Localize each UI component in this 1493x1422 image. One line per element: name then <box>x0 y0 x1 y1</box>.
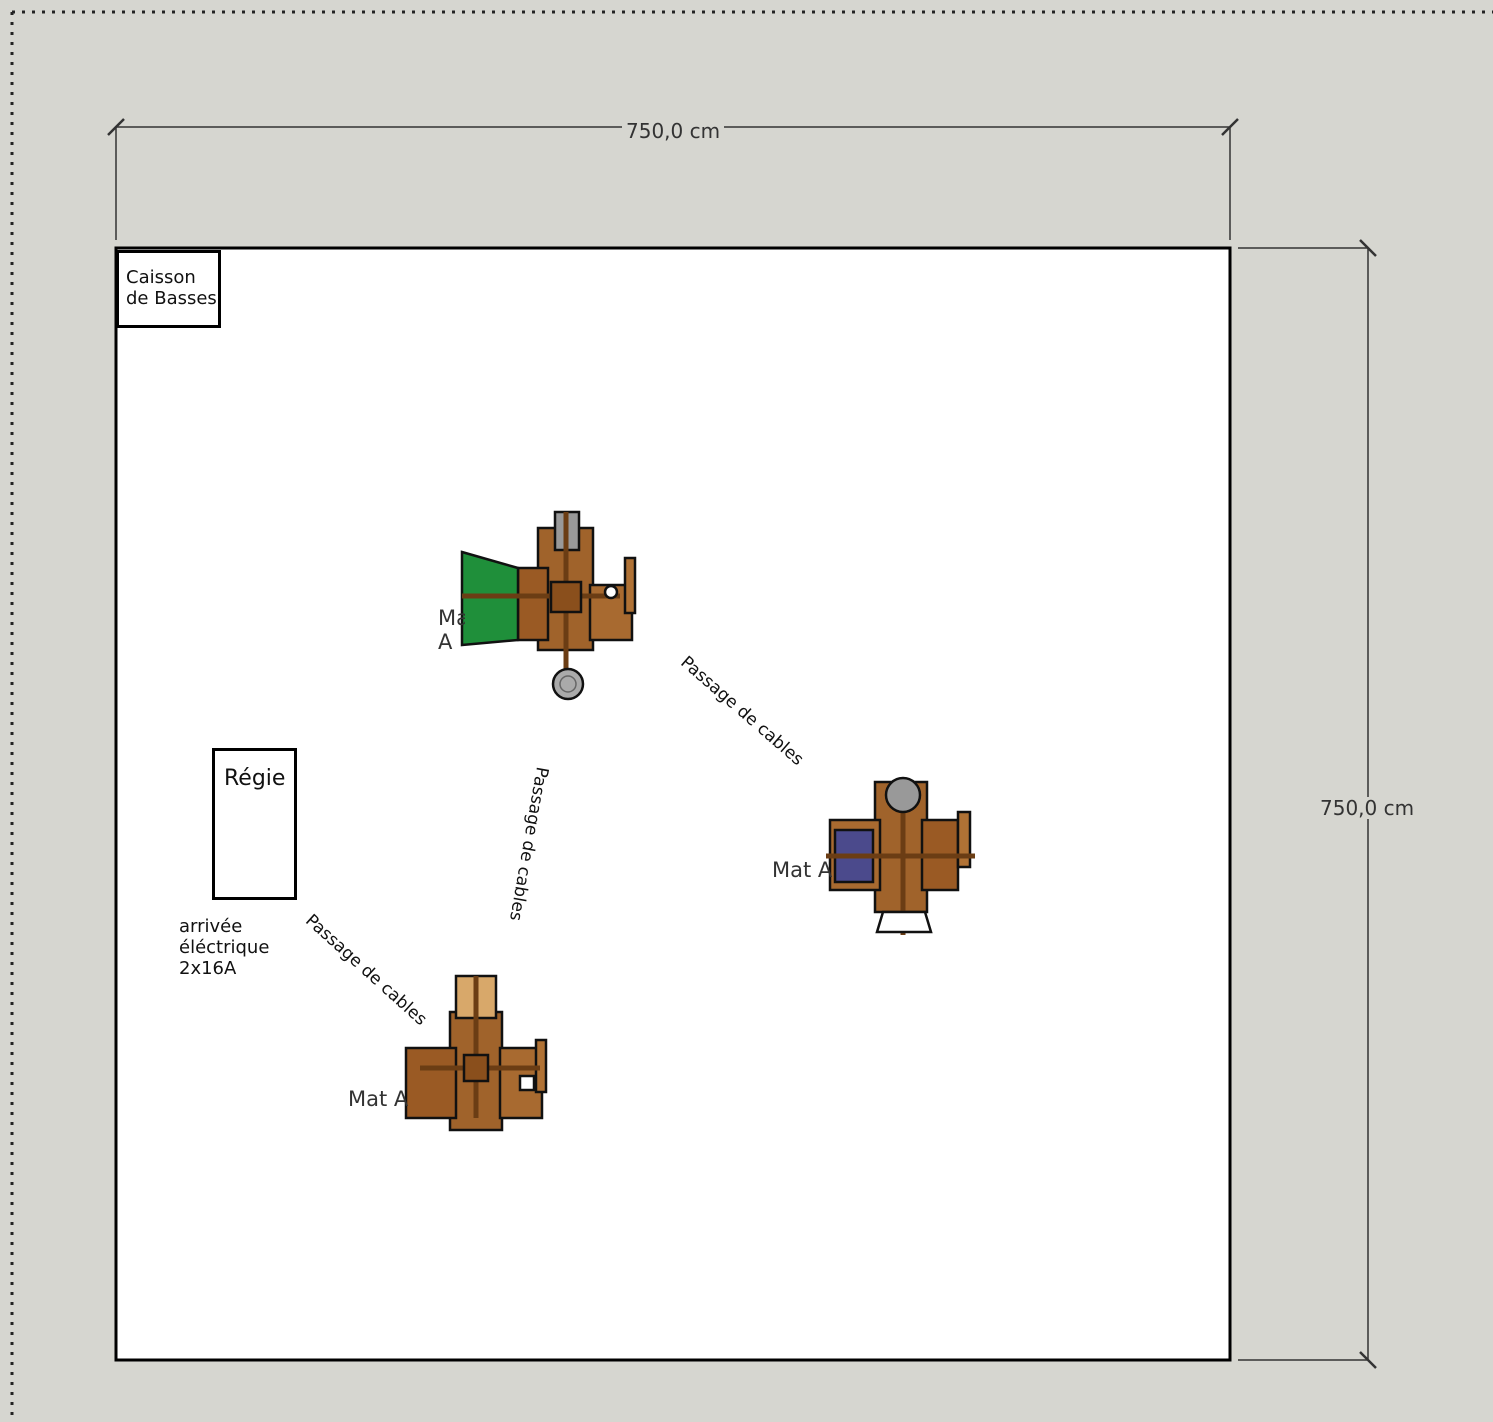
mast-label-right: Mat A <box>772 858 833 882</box>
subwoofer-box: Caisson de Basses <box>116 250 221 328</box>
mast-label-top: Mat A <box>438 606 465 654</box>
mast-label-bottom: Mat A <box>348 1087 409 1111</box>
control-desk-box: Régie <box>212 748 297 900</box>
height-dimension-label: 750,0 cm <box>1316 797 1419 819</box>
room-outline <box>114 246 1232 1362</box>
mast-fixture-bottom <box>404 974 548 1132</box>
subwoofer-label: Caisson de Basses <box>126 267 217 309</box>
mast-fixture-top <box>460 510 637 701</box>
power-supply-label: arrivée éléctrique 2x16A <box>179 916 270 979</box>
page-border <box>10 10 1493 1422</box>
control-desk-label: Régie <box>224 766 286 791</box>
width-dimension-label: 750,0 cm <box>622 120 725 142</box>
mast-fixture-right <box>826 776 975 935</box>
